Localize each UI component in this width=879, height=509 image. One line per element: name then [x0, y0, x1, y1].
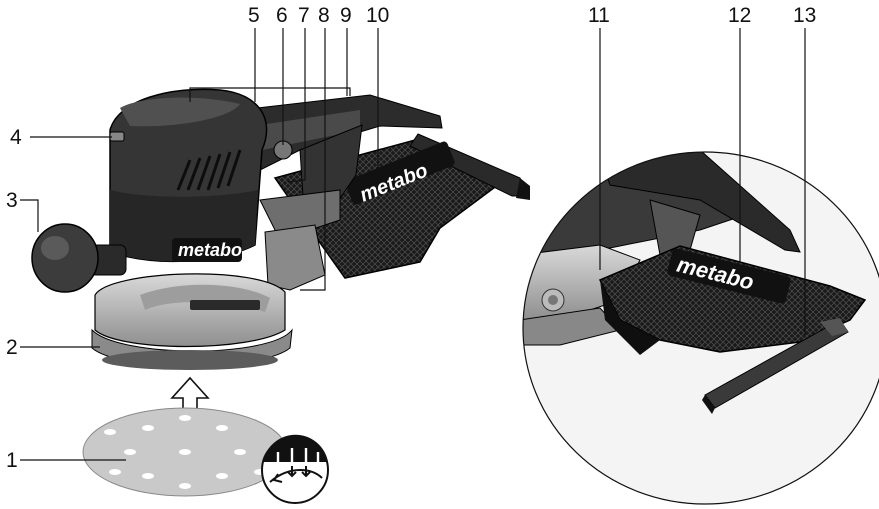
callout-13: 13: [793, 4, 816, 27]
callout-3: 3: [6, 189, 18, 212]
detail-circle-outline: [522, 151, 879, 505]
sander-illustration: metabo metabo: [31, 88, 530, 504]
leader-lines: [20, 28, 806, 461]
callout-5: 5: [248, 4, 260, 27]
callout-11: 11: [588, 4, 610, 27]
callout-10: 10: [366, 4, 389, 27]
callout-4: 4: [10, 126, 22, 149]
motor-housing: metabo: [109, 88, 293, 263]
callout-9: 9: [340, 4, 352, 27]
vent-slots: [176, 149, 242, 191]
detail-view: metabo: [522, 151, 879, 505]
housing-brand-label: metabo: [178, 240, 242, 260]
base-and-pad: [91, 273, 293, 370]
callout-12: 12: [728, 4, 751, 27]
dust-extraction-symbol-icon: [261, 434, 329, 504]
callout-7: 7: [298, 4, 310, 27]
switch-lock: [109, 131, 125, 142]
callout-8: 8: [318, 4, 330, 27]
callout-1: 1: [6, 449, 18, 472]
auxiliary-handle: [31, 223, 127, 293]
callout-6: 6: [276, 4, 288, 27]
sanding-disc: [82, 407, 288, 497]
callout-numbers: 1 2 3 4 5 6 7 8 9 10 11 12 13: [6, 4, 816, 472]
callout-2: 2: [6, 336, 18, 359]
